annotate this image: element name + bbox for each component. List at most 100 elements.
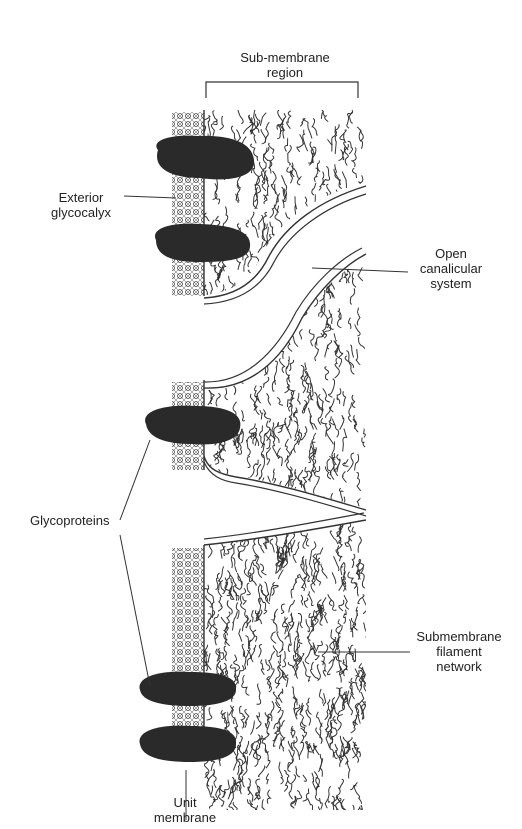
filament-strand: [209, 306, 213, 317]
filament-strand: [317, 712, 323, 727]
filament-strand: [275, 184, 279, 202]
filament-strand: [299, 735, 303, 756]
filament-strand: [306, 619, 309, 632]
filament-strand: [247, 583, 251, 595]
filament-strand: [288, 759, 293, 772]
filament-strand: [276, 275, 280, 292]
filament-strand: [220, 285, 224, 301]
filament-strand: [223, 207, 228, 229]
filament-strand: [287, 455, 293, 477]
filament-strand: [241, 716, 245, 729]
filament-strand: [211, 491, 213, 507]
filament-strand: [285, 439, 290, 455]
filament-strand: [234, 753, 239, 770]
filament-strand: [236, 345, 240, 362]
filament-strand: [252, 811, 257, 823]
filament-strand: [314, 168, 317, 182]
filament-strand: [234, 522, 237, 543]
filament-strand: [281, 775, 284, 785]
filament-strand: [300, 511, 309, 532]
filament-strand: [211, 316, 215, 328]
filament-strand: [242, 644, 244, 656]
filament-strand: [236, 130, 240, 142]
filament-strand: [238, 546, 243, 561]
filament-strand: [252, 610, 254, 622]
filament-strand: [303, 276, 306, 291]
filament-strand: [244, 510, 248, 524]
filament-strand: [209, 625, 213, 634]
filament-strand: [251, 254, 258, 273]
filament-strand: [270, 205, 275, 218]
filament-strand: [234, 655, 240, 672]
filament-strand: [347, 761, 349, 778]
filament-strand: [254, 168, 259, 189]
filament-strand: [305, 197, 308, 208]
filament-strand: [335, 136, 336, 154]
filament-strand: [259, 733, 269, 747]
filament-strand: [303, 130, 308, 151]
filament-strand: [206, 502, 209, 512]
filament-strand: [332, 419, 338, 437]
glycoproteins-label: Glycoproteins: [30, 513, 109, 528]
open-canalicular-system-label: Open canalicular system: [408, 246, 494, 291]
filament-strand: [359, 672, 363, 693]
filament-strand: [259, 504, 265, 523]
filament-strand: [288, 750, 293, 769]
filament-strand: [265, 499, 270, 515]
filament-strand: [309, 329, 314, 346]
filament-strand: [214, 332, 221, 354]
filament-strand: [206, 596, 212, 607]
filament-strand: [261, 660, 265, 675]
canalicular-wall-middle: [204, 254, 366, 388]
filament-strand: [343, 391, 346, 406]
filament-strand: [363, 597, 368, 614]
filament-strand: [301, 267, 305, 278]
filament-strand: [269, 143, 274, 154]
filament-strand: [293, 168, 300, 179]
filament-strand: [246, 522, 250, 541]
sub-membrane-region-label-line2: region: [238, 65, 332, 80]
filament-strand: [329, 493, 333, 504]
filament-strand: [288, 145, 292, 165]
canalicular-wall-middle-bottom: [204, 456, 366, 510]
filament-strand: [295, 469, 301, 484]
filament-strand: [263, 377, 268, 388]
filament-strand: [268, 476, 276, 496]
filament-strand: [248, 251, 251, 267]
filament-strand: [289, 265, 293, 279]
filament-strand: [355, 244, 363, 257]
filament-strand: [259, 310, 262, 317]
filament-strand: [257, 684, 261, 704]
filament-strand: [260, 321, 264, 332]
filament-strand: [205, 372, 210, 382]
filament-strand: [208, 536, 212, 557]
filament-strand: [218, 507, 223, 527]
filament-strand: [340, 505, 344, 524]
exterior-glycocalyx-label-line1: Exterior: [38, 190, 124, 205]
filament-strand: [291, 540, 295, 552]
filament-strand: [270, 539, 274, 552]
filament-strand: [240, 347, 245, 360]
filament-strand: [214, 504, 218, 517]
filament-strand: [231, 126, 236, 139]
filament-strand: [289, 775, 296, 800]
filament-strand: [242, 530, 248, 539]
filament-strand: [236, 602, 239, 618]
filament-strand: [246, 322, 251, 343]
filament-strand: [343, 459, 349, 466]
filament-strand: [230, 477, 236, 487]
filament-strand: [309, 239, 314, 246]
filament-strand: [224, 646, 226, 661]
filament-strand: [269, 271, 273, 280]
filament-strand: [326, 424, 333, 445]
filament-strand: [243, 293, 246, 312]
filament-strand: [335, 358, 340, 378]
exterior-glycocalyx-leader: [124, 196, 176, 198]
filament-strand: [209, 367, 213, 378]
filament-strand: [284, 781, 288, 792]
filament-strand: [308, 798, 313, 813]
filament-strand: [298, 426, 306, 445]
filament-strand: [260, 812, 265, 824]
filament-strand: [312, 433, 316, 442]
filament-strand: [339, 488, 343, 508]
